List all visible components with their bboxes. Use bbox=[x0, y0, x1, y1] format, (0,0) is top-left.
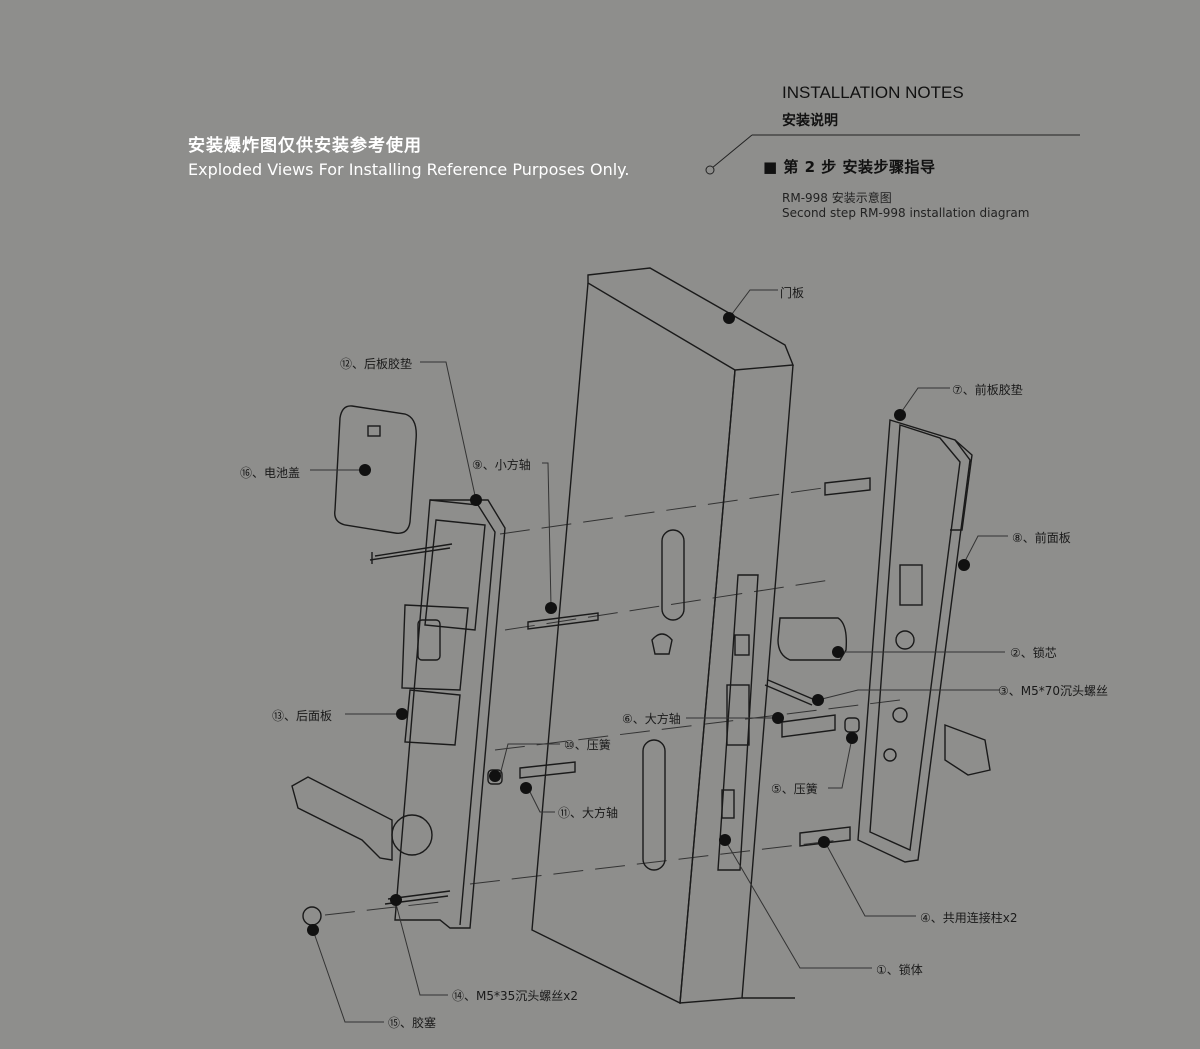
label-front-gasket: ⑦、前板胶垫 bbox=[952, 383, 1023, 397]
label-screw-m5x35: ⑭、M5*35沉头螺丝x2 bbox=[452, 989, 578, 1003]
label-front-panel: ⑧、前面板 bbox=[1012, 531, 1071, 545]
label-lock-cylinder: ②、锁芯 bbox=[1010, 646, 1057, 660]
label-rubber-plug: ⑮、胶塞 bbox=[388, 1016, 437, 1030]
header-leader bbox=[705, 134, 1080, 175]
disclaimer-cn: 安装爆炸图仅供安装参考使用 bbox=[188, 136, 422, 156]
label-lock-body: ①、锁体 bbox=[876, 963, 923, 977]
label-small-spindle: ⑨、小方轴 bbox=[472, 458, 531, 472]
callout-leaders bbox=[310, 289, 1008, 1023]
callout-dots bbox=[307, 312, 970, 936]
diagram-caption-en: Second step RM-998 installation diagram bbox=[782, 206, 1030, 220]
installation-notes-subtitle: 安装说明 bbox=[782, 113, 838, 129]
label-rear-panel: ⑬、后面板 bbox=[272, 709, 333, 723]
label-spring-5: ⑤、压簧 bbox=[771, 782, 818, 796]
step-title: ■ 第 2 步 安装步骤指导 bbox=[763, 158, 936, 176]
disclaimer-en: Exploded Views For Installing Reference … bbox=[188, 160, 630, 179]
label-battery-cover: ⑯、电池盖 bbox=[240, 466, 301, 480]
front-panel bbox=[764, 419, 991, 863]
label-spring-10: ⑩、压簧 bbox=[564, 738, 611, 752]
door-panel bbox=[531, 267, 795, 1005]
rear-panel bbox=[291, 405, 599, 929]
label-screw-m5x70: ③、M5*70沉头螺丝 bbox=[998, 684, 1109, 698]
diagram-caption-cn: RM-998 安装示意图 bbox=[782, 191, 892, 205]
label-large-spindle-11: ⑪、大方轴 bbox=[558, 806, 619, 820]
label-connecting-post: ④、共用连接柱x2 bbox=[920, 911, 1018, 925]
label-large-spindle-6: ⑥、大方轴 bbox=[622, 712, 681, 726]
installation-notes-title: INSTALLATION NOTES bbox=[782, 83, 964, 102]
label-door-panel: 门板 bbox=[780, 286, 805, 300]
label-rear-gasket: ⑫、后板胶垫 bbox=[340, 357, 413, 371]
